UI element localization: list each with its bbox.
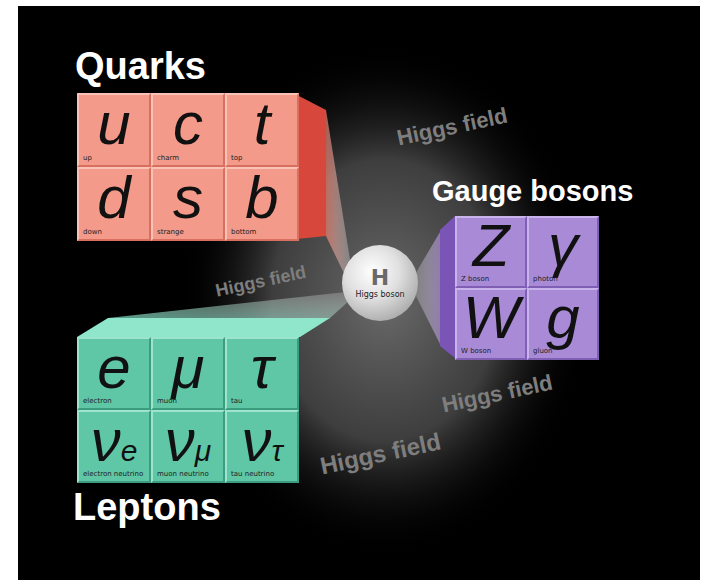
particle-cube: eelectron: [77, 337, 151, 410]
group-heading: Gauge bosons: [432, 177, 633, 206]
particle-symbol: u: [97, 94, 130, 154]
particle-cube: WW boson: [455, 288, 527, 360]
higgs-name: Higgs boson: [355, 291, 404, 300]
particle-symbol: c: [173, 94, 203, 154]
black-panel: [18, 6, 700, 580]
particle-name: W boson: [461, 348, 491, 355]
particle-name: strange: [157, 229, 184, 236]
particle-cube: uup: [77, 93, 151, 167]
particle-name: electron neutrino: [83, 471, 143, 478]
particle-symbol: τ: [251, 338, 273, 398]
particle-name: electron: [83, 398, 112, 405]
particle-name: photon: [533, 276, 558, 283]
particle-cube: ggluon: [527, 288, 599, 360]
particle-name: down: [83, 229, 102, 236]
particle-cube: bbottom: [225, 167, 299, 241]
boson-cube-side: [440, 216, 455, 358]
lepton-cube-top: [77, 318, 330, 337]
particle-symbol: b: [245, 168, 278, 228]
particle-cube: ντtau neutrino: [225, 410, 299, 483]
particle-symbol: d: [97, 168, 130, 228]
particle-symbol: Z: [473, 216, 510, 276]
higgs-symbol: H: [371, 267, 389, 289]
particle-name: tau neutrino: [231, 471, 274, 478]
particle-symbol: μ: [172, 338, 205, 398]
particle-name: up: [83, 155, 92, 162]
particle-symbol: γ: [548, 216, 578, 276]
particle-cube: γphoton: [527, 216, 599, 288]
particle-symbol: s: [173, 168, 203, 228]
particle-symbol: ντ: [241, 411, 282, 471]
particle-cube: sstrange: [151, 167, 225, 241]
particle-cube: νμmuon neutrino: [151, 410, 225, 483]
particle-cube: τ tau: [225, 337, 299, 410]
particle-cube: ddown: [77, 167, 151, 241]
particle-symbol: νμ: [165, 411, 211, 471]
particle-cube: t top: [225, 93, 299, 167]
particle-symbol: e: [97, 338, 130, 398]
particle-name: tau: [231, 398, 242, 405]
group-heading: Leptons: [73, 488, 221, 526]
higgs-sphere: H Higgs boson: [342, 245, 418, 321]
particle-name: charm: [157, 155, 179, 162]
particle-name: muon neutrino: [157, 471, 209, 478]
particle-cube: ZZ boson: [455, 216, 527, 288]
particle-cube: ccharm: [151, 93, 225, 167]
particle-name: top: [231, 155, 242, 162]
particle-symbol: W: [463, 288, 520, 348]
quark-cube-side: [297, 95, 326, 239]
particle-symbol: t: [254, 94, 271, 154]
particle-symbol: g: [546, 288, 579, 348]
particle-name: muon: [157, 398, 177, 405]
particle-name: bottom: [231, 229, 256, 236]
boson-beam: [414, 232, 440, 344]
group-heading: Quarks: [75, 47, 206, 85]
particle-cube: νeelectron neutrino: [77, 410, 151, 483]
particle-cube: μmuon: [151, 337, 225, 410]
particle-name: gluon: [533, 348, 553, 355]
particle-name: Z boson: [461, 276, 489, 283]
particle-symbol: νe: [91, 411, 138, 471]
